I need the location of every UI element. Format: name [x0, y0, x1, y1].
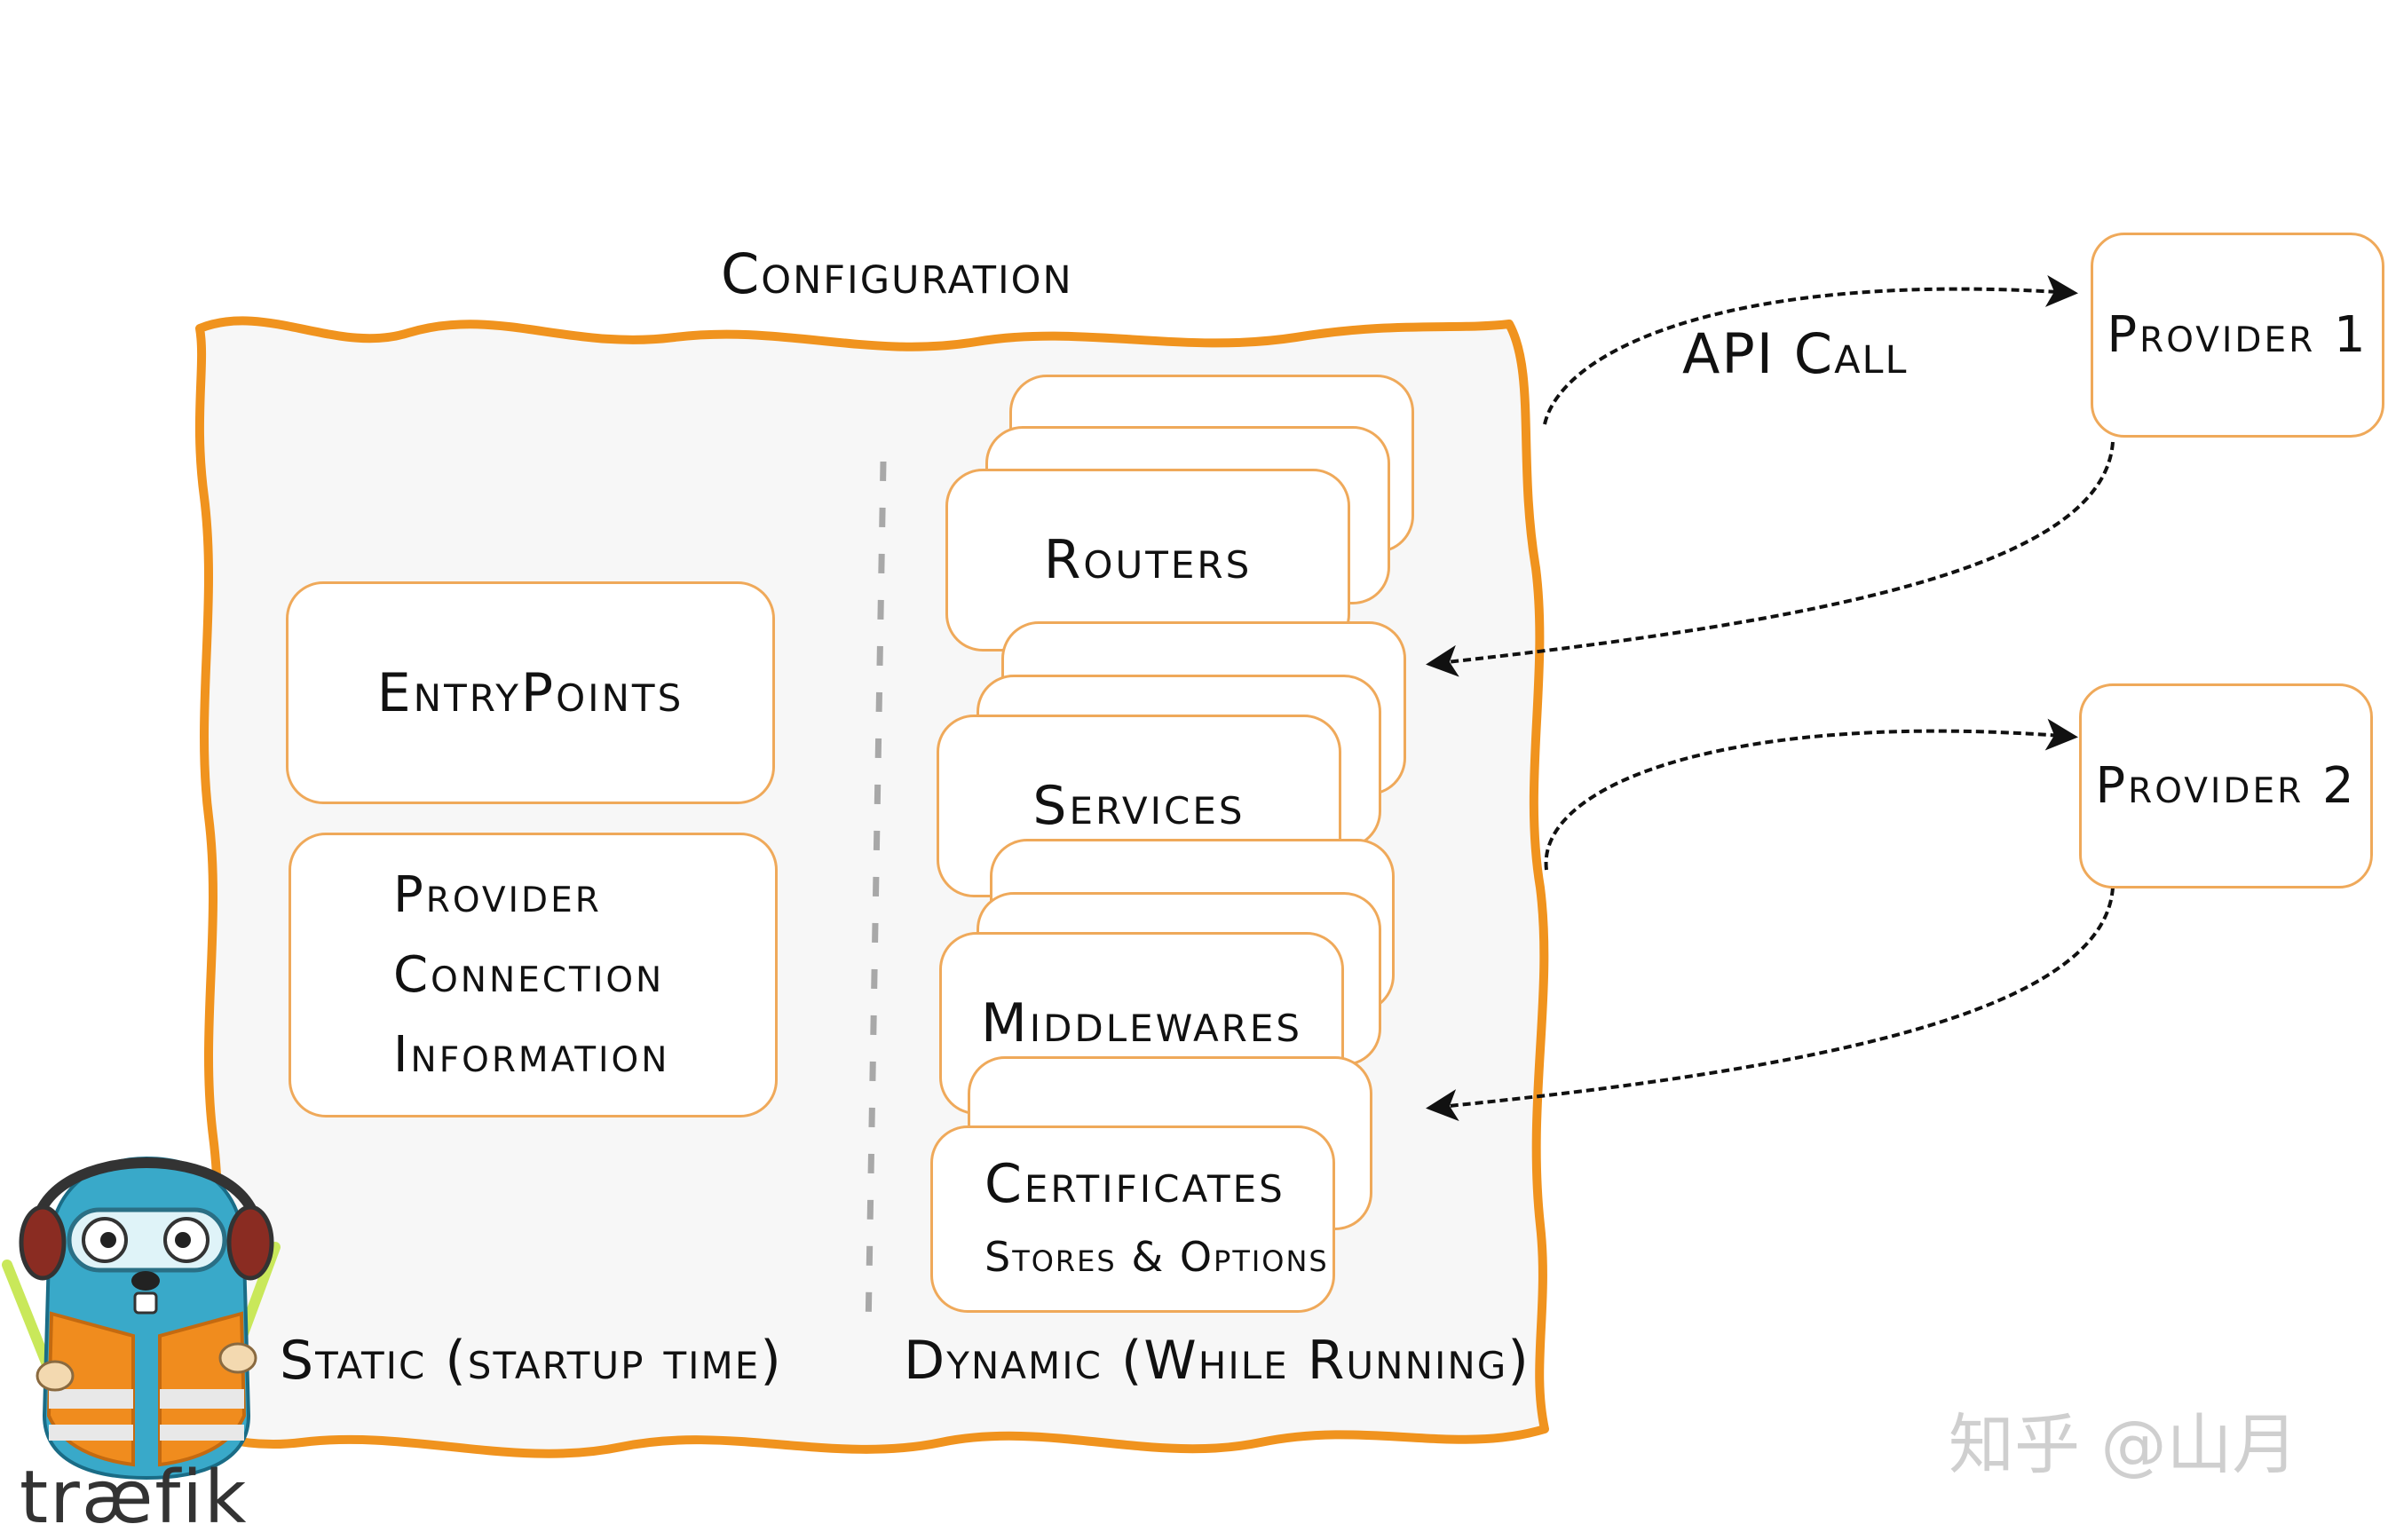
api-call-label: API Call [1682, 321, 1909, 386]
provider-connection-label: Provider Connection Information [291, 835, 775, 1115]
certificates-box: Certificates Stores & Options [930, 1125, 1335, 1313]
provider-1-label: Provider 1 [2107, 306, 2368, 364]
api-call-arrow-1 [1543, 275, 2078, 425]
provider-1-response-arrow [1426, 441, 2115, 677]
entrypoints-label: EntryPoints [376, 661, 684, 724]
watermark: 知乎 @山月 [1949, 1407, 2298, 1483]
routers-box: Routers [945, 469, 1350, 652]
provider-info-line-1: Provider [393, 865, 602, 924]
api-call-arrow-2 [1544, 718, 2078, 871]
middlewares-label: Middlewares [980, 992, 1303, 1054]
configuration-title: Configuration [721, 241, 1073, 306]
provider-1-box: Provider 1 [2091, 233, 2384, 438]
entrypoints-box: EntryPoints [286, 581, 775, 804]
static-caption: Static (startup time) [280, 1330, 783, 1392]
static-dynamic-separator [865, 461, 887, 1332]
traefik-gopher-mascot [2, 1156, 281, 1481]
traefik-logo-text: træfik [20, 1456, 249, 1540]
provider-info-line-2: Connection [393, 945, 665, 1004]
provider-2-response-arrow [1426, 887, 2115, 1121]
services-label: Services [1032, 775, 1245, 837]
provider-info-line-3: Information [393, 1025, 670, 1084]
provider-connection-box: Provider Connection Information [289, 833, 778, 1117]
provider-2-box: Provider 2 [2079, 683, 2373, 888]
provider-2-label: Provider 2 [2095, 757, 2357, 815]
dynamic-caption: Dynamic (While Running) [904, 1330, 1530, 1392]
routers-label: Routers [1043, 529, 1253, 591]
certificates-label: Certificates [984, 1153, 1285, 1215]
certificates-sub-label: Stores & Options [984, 1233, 1329, 1281]
